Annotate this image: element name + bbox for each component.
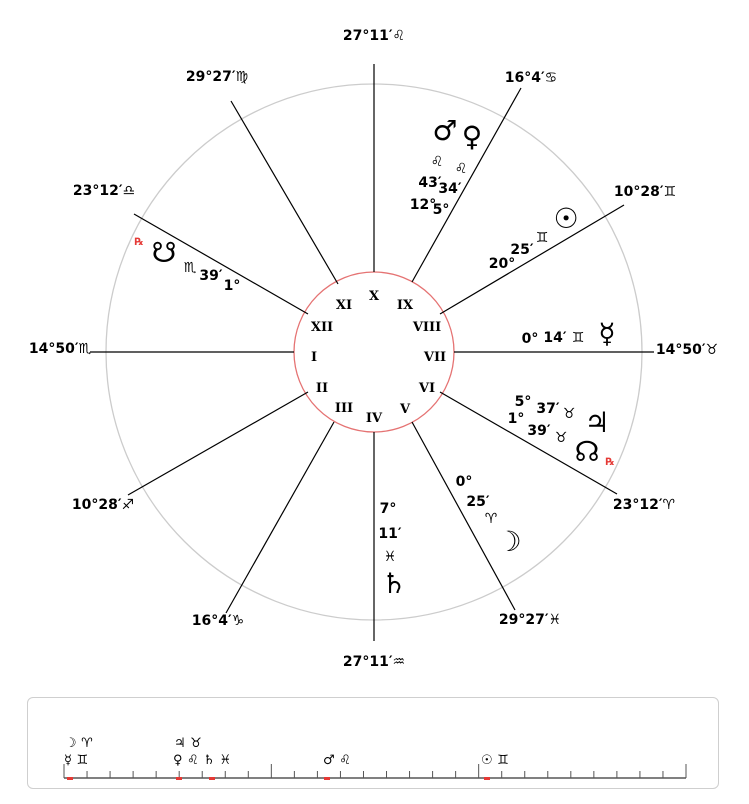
mercury-sign: ♊ — [572, 330, 585, 346]
cusp-label-xii: 23°12′♎ — [73, 183, 135, 199]
mercury-glyph: ☿ — [598, 317, 615, 350]
timeline-group-3-line-2: ♂ ♌ — [323, 753, 351, 768]
moon-glyph: ☽ — [496, 525, 521, 558]
moon-degrees: 0° — [456, 474, 473, 490]
cusp-label-iv: 27°11′♒ — [343, 654, 405, 670]
cusp-label-xi: 29°27′♍ — [186, 69, 248, 85]
north-node-sign: ♉ — [555, 430, 568, 446]
timeline-group-2-line-1: ♃ ♉ — [174, 736, 202, 751]
south-node-minutes: 39′ — [199, 268, 222, 284]
north-node-degrees: 1° — [508, 411, 525, 427]
timeline-group-2-line-2: ♀ ♌ ♄ ♓ — [173, 753, 231, 768]
north-node-glyph: ☊ — [575, 435, 600, 468]
saturn-sign: ♓ — [384, 549, 397, 565]
cusp-label-vi: 23°12′♈ — [613, 497, 675, 513]
jupiter-sign: ♉ — [563, 406, 576, 422]
cusp-line-viii — [439, 204, 625, 315]
cusp-label-v: 29°27′♓ — [499, 612, 561, 628]
moon-sign: ♈ — [485, 511, 498, 527]
sun-glyph: ☉ — [553, 202, 578, 235]
cusp-label-iii: 16°4′♑ — [192, 613, 244, 629]
cusp-line-ix — [411, 87, 522, 283]
cusp-line-v — [411, 421, 516, 611]
natal-chart-wheel: 27°11′♌ 16°4′♋ 10°28′♊ 14°50′♉ 23°12′♈ 2… — [29, 28, 718, 670]
timeline-group-4-line-2: ☉ ♊ — [481, 753, 509, 768]
timeline-marker-4 — [324, 777, 330, 780]
saturn-degrees: 7° — [380, 501, 397, 517]
house-number-viii: VIII — [412, 320, 441, 335]
sun-sign: ♊ — [536, 230, 549, 246]
jupiter-minutes: 37′ — [536, 401, 559, 417]
sun-degrees: 20° — [489, 256, 515, 272]
cusp-line-xi — [230, 100, 339, 285]
house-number-xii: XII — [311, 320, 333, 335]
timeline-panel: ☽ ♈ ☿ ♊ ♃ ♉ ♀ ♌ ♄ ♓ ♂ ♌ ☉ ♊ — [27, 697, 719, 789]
mars-sign: ♌ — [431, 154, 444, 170]
cusp-label-ix: 16°4′♋ — [505, 70, 557, 86]
timeline-ruler: ☽ ♈ ☿ ♊ ♃ ♉ ♀ ♌ ♄ ♓ ♂ ♌ ☉ ♊ — [63, 736, 687, 780]
house-number-v: V — [399, 402, 411, 417]
mars-minutes: 43′ — [418, 175, 441, 191]
timeline-marker-2 — [176, 777, 182, 780]
venus-degrees: 5° — [433, 202, 450, 218]
timeline-group-1-line-1: ☽ ♈ — [65, 736, 93, 751]
timeline-marker-5 — [484, 777, 490, 780]
saturn-glyph: ♄ — [381, 567, 406, 600]
moon-minutes: 25′ — [466, 494, 489, 510]
mercury-degrees: 0° — [522, 331, 539, 347]
mercury-minutes: 14′ — [543, 330, 566, 346]
cusp-label-vii: 14°50′♉ — [656, 342, 718, 358]
cusp-line-iii — [225, 421, 335, 614]
north-node-retrograde-mark: ℞ — [606, 457, 615, 468]
venus-sign: ♌ — [455, 161, 468, 177]
sun-minutes: 25′ — [510, 242, 533, 258]
south-node-glyph: ☋ — [152, 236, 177, 269]
house-number-vii: VII — [423, 350, 446, 365]
cusp-label-viii: 10°28′♊ — [614, 184, 676, 200]
cusp-line-ii — [127, 391, 309, 496]
cusp-label-i: 14°50′♏ — [29, 341, 92, 357]
timeline-ticks — [63, 764, 687, 778]
cusp-label-ii: 10°28′♐ — [72, 497, 134, 513]
venus-minutes: 34′ — [438, 181, 461, 197]
house-number-ix: IX — [397, 298, 414, 313]
south-node-retrograde-mark: ℞ — [135, 237, 144, 248]
house-number-x: X — [369, 289, 380, 304]
cusp-line-vi — [439, 391, 618, 495]
timeline-group-1-line-2: ☿ ♊ — [64, 753, 88, 768]
saturn-minutes: 11′ — [378, 526, 401, 542]
house-number-iv: IV — [366, 411, 383, 426]
mars-degrees: 12° — [410, 197, 436, 213]
house-number-vi: VI — [418, 381, 435, 396]
house-number-xi: XI — [336, 298, 352, 313]
venus-glyph: ♀ — [462, 120, 483, 153]
jupiter-glyph: ♃ — [584, 406, 609, 439]
south-node-degrees: 1° — [224, 278, 241, 294]
mars-glyph: ♂ — [432, 114, 457, 147]
jupiter-degrees: 5° — [515, 394, 532, 410]
cusp-label-x: 27°11′♌ — [343, 28, 405, 44]
north-node-minutes: 39′ — [527, 423, 550, 439]
cusp-line-xii — [133, 213, 309, 315]
house-number-ii: II — [316, 381, 328, 396]
house-number-iii: III — [335, 401, 353, 416]
cusp-lines — [90, 64, 654, 641]
south-node-sign: ♏ — [184, 260, 197, 276]
timeline-marker-1 — [67, 777, 73, 780]
timeline-marker-3 — [209, 777, 215, 780]
house-number-i: I — [311, 350, 317, 365]
